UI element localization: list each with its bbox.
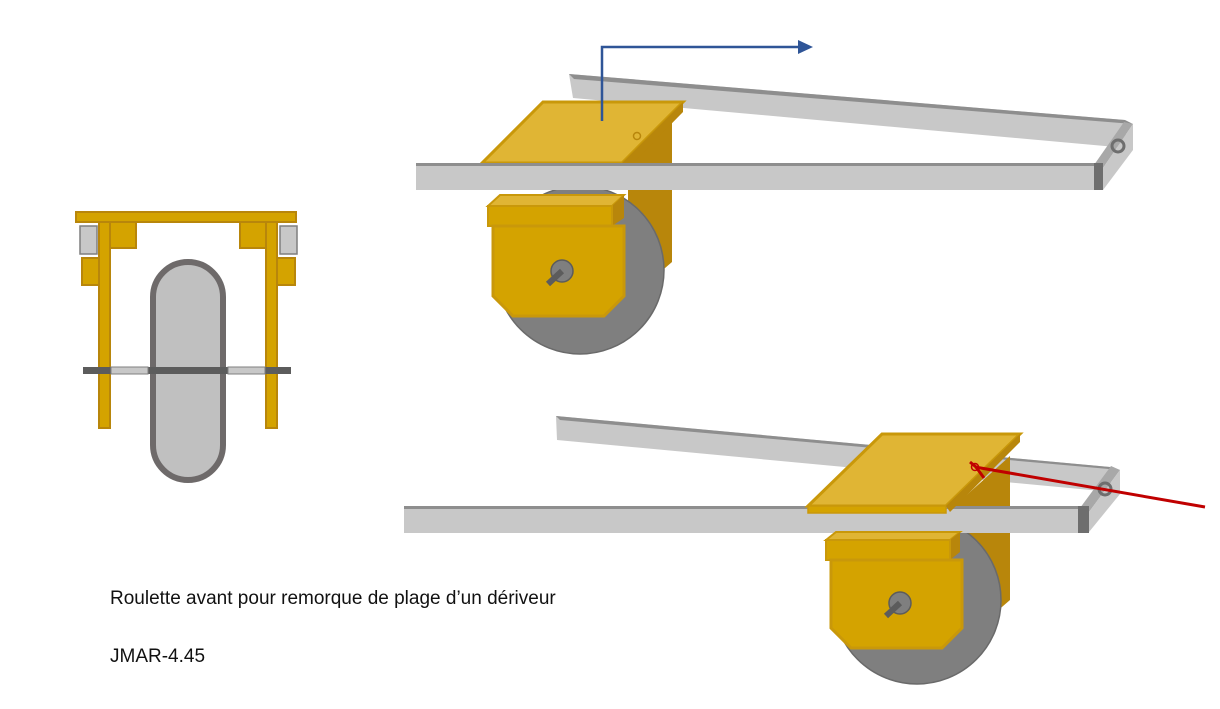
lower-fork-collar [825,539,951,561]
lower-fork-top [823,531,963,541]
red-arrowhead-icon [969,460,986,479]
front-fork-leg-right [265,221,278,429]
lower-axle-icon [883,600,903,619]
front-bracket-left [81,257,101,286]
front-axle-through-tyre [150,367,226,374]
blue-direction-arrow [600,45,800,121]
front-rail-right [279,225,298,255]
caption-reference: JMAR-4.45 [110,646,206,667]
perspective-view-lower [404,416,1206,685]
lower-front-rail-end [1078,506,1089,533]
blue-arrowhead-icon [798,40,813,54]
upper-front-rail-edge [416,163,1096,166]
front-spacer-right [227,366,266,375]
front-spacer-left [110,366,149,375]
upper-side-rail-face [1103,124,1133,190]
lower-top-plate-side [946,434,1020,512]
upper-front-rail-end [1094,163,1103,190]
front-fork-leg-left [98,221,111,429]
caption-title: Roulette avant pour remorque de plage d’… [110,588,556,609]
perspective-view-upper [416,40,1133,355]
front-view-caster [75,211,298,483]
upper-fork-collar [487,205,613,227]
front-rail-left [79,225,98,255]
lower-side-rail-face [1089,470,1120,532]
upper-fork-top-side [612,195,624,226]
upper-front-rail [416,163,1096,190]
upper-back-rail [569,74,1127,148]
upper-back-rail-edge [569,74,1133,124]
upper-pivot-hole-icon [632,131,642,141]
lower-fork-top-side [950,532,960,560]
front-block-right [239,221,267,249]
lower-front-rail [404,506,1080,533]
upper-fork-top [485,194,627,207]
front-top-plate [75,211,297,223]
front-block-left [109,221,137,249]
upper-bolt-icon [1110,138,1126,154]
upper-top-plate-edge [622,102,683,168]
red-pull-line [974,465,1206,509]
front-bracket-right [276,257,296,286]
upper-axle-icon [545,268,565,287]
lower-top-plate-edge [807,505,947,514]
lower-front-rail-edge [404,506,1080,509]
